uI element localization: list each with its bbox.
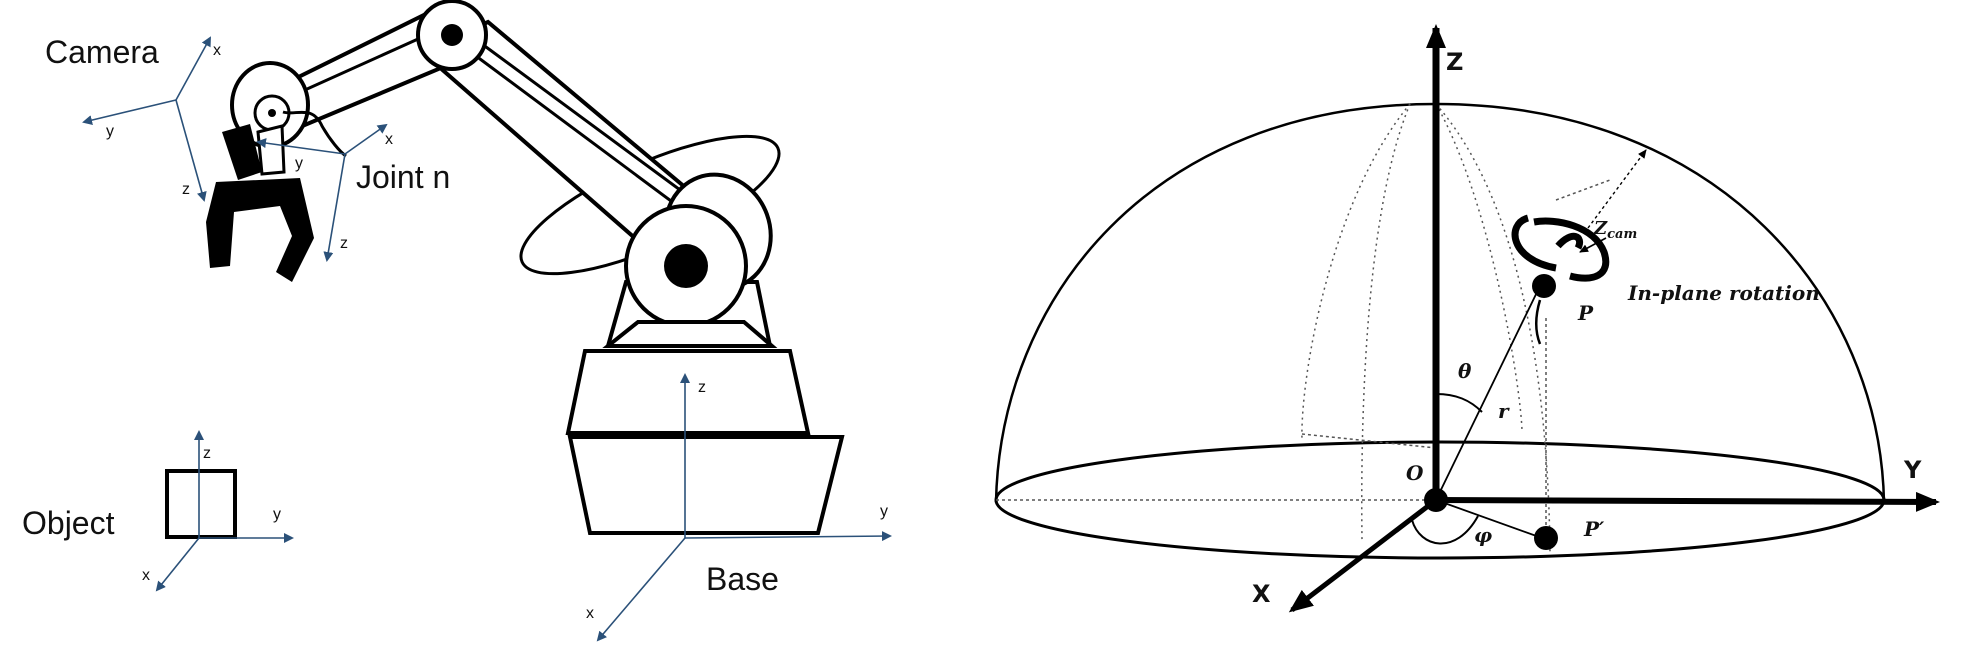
point-p-prime-label: P′ bbox=[1583, 517, 1605, 541]
joint-y-label: y bbox=[295, 155, 303, 172]
viewpoint-hemisphere-diagram: Z Y X O P P′ θ r φ Zcam In-plane rotatio… bbox=[994, 24, 1940, 613]
phi-label: φ bbox=[1474, 523, 1492, 547]
joint-n-label: Joint n bbox=[356, 159, 450, 195]
object-z-label: z bbox=[203, 445, 211, 462]
r-label: r bbox=[1498, 399, 1510, 423]
x-axis bbox=[1288, 498, 1438, 613]
z-axis-label: Z bbox=[1446, 48, 1463, 76]
zcam-pointer bbox=[1579, 237, 1607, 253]
p-tail-curve bbox=[1535, 299, 1542, 345]
in-plane-rotation-label: In-plane rotation bbox=[1627, 281, 1820, 305]
gripper bbox=[206, 61, 347, 282]
object-frame-axes bbox=[155, 430, 294, 592]
x-axis-label: X bbox=[1252, 580, 1271, 608]
point-p-label: P bbox=[1577, 301, 1594, 325]
y-axis bbox=[1435, 491, 1940, 512]
joint-z-label: z bbox=[340, 235, 348, 252]
base-y-label: y bbox=[880, 503, 888, 520]
camera-y-label: y bbox=[106, 123, 114, 140]
point-p-prime bbox=[1534, 526, 1558, 550]
zcam-label: Zcam bbox=[1593, 218, 1637, 242]
robot-arm-diagram: x y z Camera x y z Joint n z y x Object bbox=[22, 0, 892, 642]
object-y-label: y bbox=[273, 506, 281, 523]
zcam-direction bbox=[1587, 149, 1647, 229]
construction-lines bbox=[996, 179, 1611, 538]
projection-line bbox=[1435, 499, 1543, 539]
joint-frame-axes bbox=[256, 123, 388, 262]
base-frame-axes bbox=[596, 373, 892, 642]
joint-x-label: x bbox=[385, 131, 393, 148]
origin-label: O bbox=[1406, 461, 1424, 485]
base-x-label: x bbox=[586, 605, 594, 622]
in-plane-rotation-icon bbox=[1511, 214, 1610, 282]
radius-line bbox=[1435, 285, 1541, 501]
phi-arc bbox=[1411, 515, 1479, 545]
camera-x-label: x bbox=[213, 42, 221, 59]
camera-frame-axes bbox=[82, 36, 211, 202]
object-box bbox=[165, 469, 237, 539]
base-label: Base bbox=[706, 561, 779, 597]
camera-z-label: z bbox=[182, 181, 190, 198]
object-x-label: x bbox=[142, 567, 150, 584]
object-label: Object bbox=[22, 505, 115, 541]
point-p bbox=[1532, 274, 1556, 298]
shoulder-joint bbox=[602, 172, 778, 348]
theta-label: θ bbox=[1458, 359, 1472, 383]
camera-label: Camera bbox=[45, 34, 159, 70]
elbow-joint bbox=[416, 0, 488, 71]
y-axis-label: Y bbox=[1903, 456, 1922, 484]
meridian-lines bbox=[1301, 103, 1551, 553]
origin-point bbox=[1424, 488, 1448, 512]
theta-arc bbox=[1435, 393, 1483, 413]
base-z-label: z bbox=[698, 379, 706, 396]
